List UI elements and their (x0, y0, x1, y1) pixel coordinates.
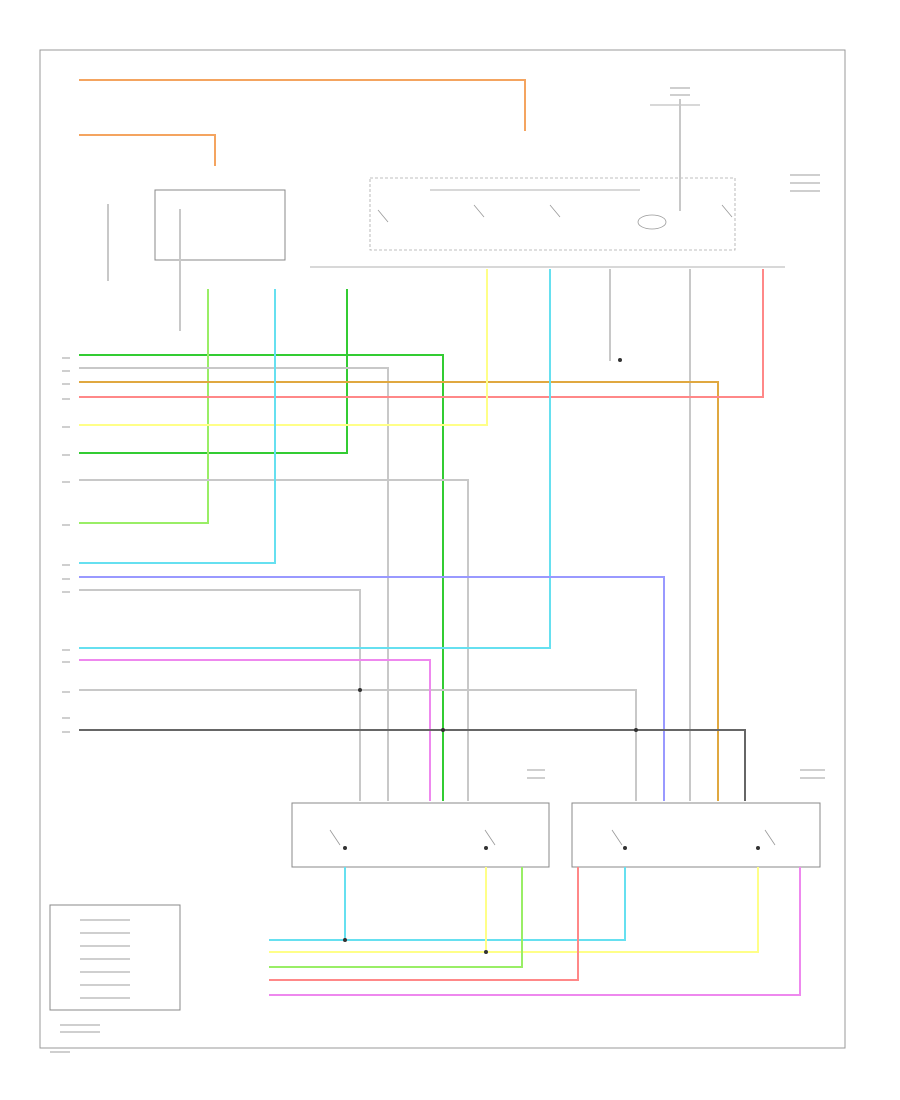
wire-yellow (79, 269, 488, 426)
seat-module-right (571, 802, 821, 868)
wire-green-1 (79, 354, 444, 801)
components (49, 104, 821, 1011)
wire-tan (79, 381, 719, 801)
connector-block-left (154, 189, 286, 261)
wire-dark-gray (79, 729, 746, 801)
wire-violet (79, 576, 665, 801)
illegible-label-marks (50, 87, 825, 1053)
switch-module-top (369, 177, 736, 251)
connector-block-bottom (49, 904, 181, 1011)
wire-magenta (79, 659, 431, 801)
wires (79, 79, 801, 996)
splice-points (343, 358, 760, 954)
wire-orange (79, 79, 526, 131)
switch-contacts (329, 204, 776, 846)
diagram-frame (39, 49, 846, 1049)
seat-module-left (291, 802, 550, 868)
wire-pink (79, 269, 764, 398)
wire-bottom-pink (269, 867, 579, 981)
wire-cyan-2 (79, 269, 551, 649)
wire-orange-2 (79, 134, 216, 166)
wire-gray-2 (79, 479, 469, 801)
wire-bottom-green (269, 867, 523, 968)
wire-light-green (79, 289, 209, 524)
wire-bottom-cyan (269, 867, 626, 941)
wire-green-2 (79, 289, 348, 454)
indicator-lamp-icon (637, 214, 667, 230)
wire-bottom-magenta (269, 867, 801, 996)
wire-bottom-yellow (269, 867, 759, 953)
wire-gray-1 (79, 367, 389, 801)
wire-gray-3 (79, 589, 361, 801)
wire-cyan-1 (79, 289, 276, 564)
wire-gray-4 (79, 689, 637, 801)
